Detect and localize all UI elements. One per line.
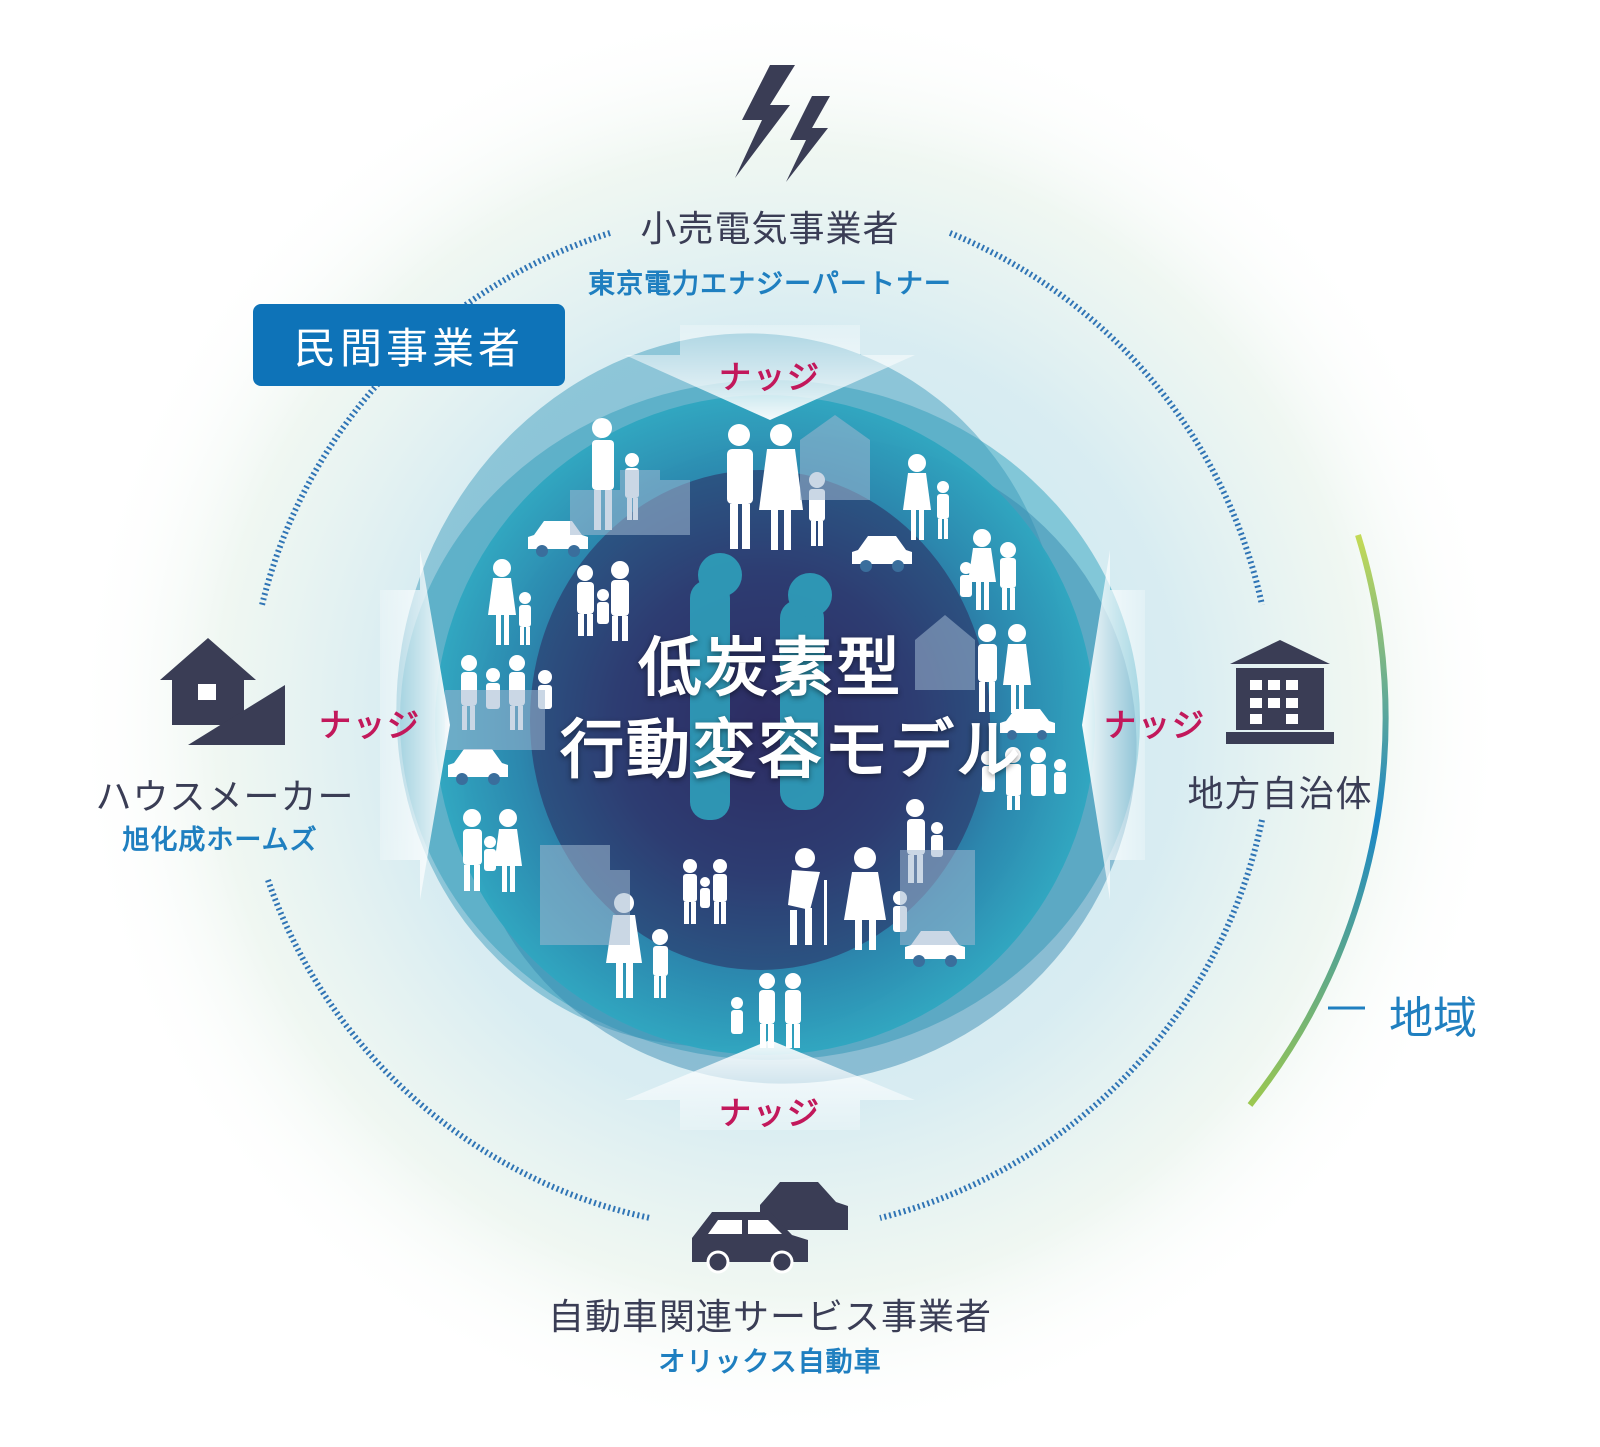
left-company-label: 旭化成ホームズ <box>122 825 318 856</box>
bottom-company-label: オリックス自動車 <box>658 1347 882 1378</box>
left-category-label: ハウスメーカー <box>95 777 355 818</box>
center-title-line2: 行動変容モデル <box>560 714 1022 788</box>
region-label: 地域 <box>1389 993 1477 1044</box>
nudge-arrows <box>380 325 1145 1130</box>
nudge-label-right: ナッジ <box>1103 706 1206 744</box>
private-sector-badge: 民間事業者 <box>253 304 565 386</box>
people-icons <box>461 418 1066 1048</box>
region-arc <box>1247 534 1389 1107</box>
house-icon <box>160 638 285 745</box>
central-people-silhouette <box>690 553 832 820</box>
center-title-line1: 低炭素型 <box>638 632 902 706</box>
nudge-label-top: ナッジ <box>718 358 821 396</box>
nudge-label-bottom: ナッジ <box>718 1094 821 1132</box>
nudge-label-left: ナッジ <box>318 706 421 744</box>
center-title: 低炭素型 行動変容モデル <box>560 628 1022 792</box>
top-company-label: 東京電力エナジーパートナー <box>588 269 952 300</box>
right-category-label: 地方自治体 <box>1187 774 1373 815</box>
building-silhouettes <box>445 415 975 945</box>
top-category-label: 小売電気事業者 <box>640 209 900 250</box>
lightning-icon <box>735 65 830 182</box>
cars-icon <box>692 1182 848 1274</box>
government-building-icon <box>1226 640 1334 744</box>
bottom-category-label: 自動車関連サービス事業者 <box>547 1297 992 1338</box>
